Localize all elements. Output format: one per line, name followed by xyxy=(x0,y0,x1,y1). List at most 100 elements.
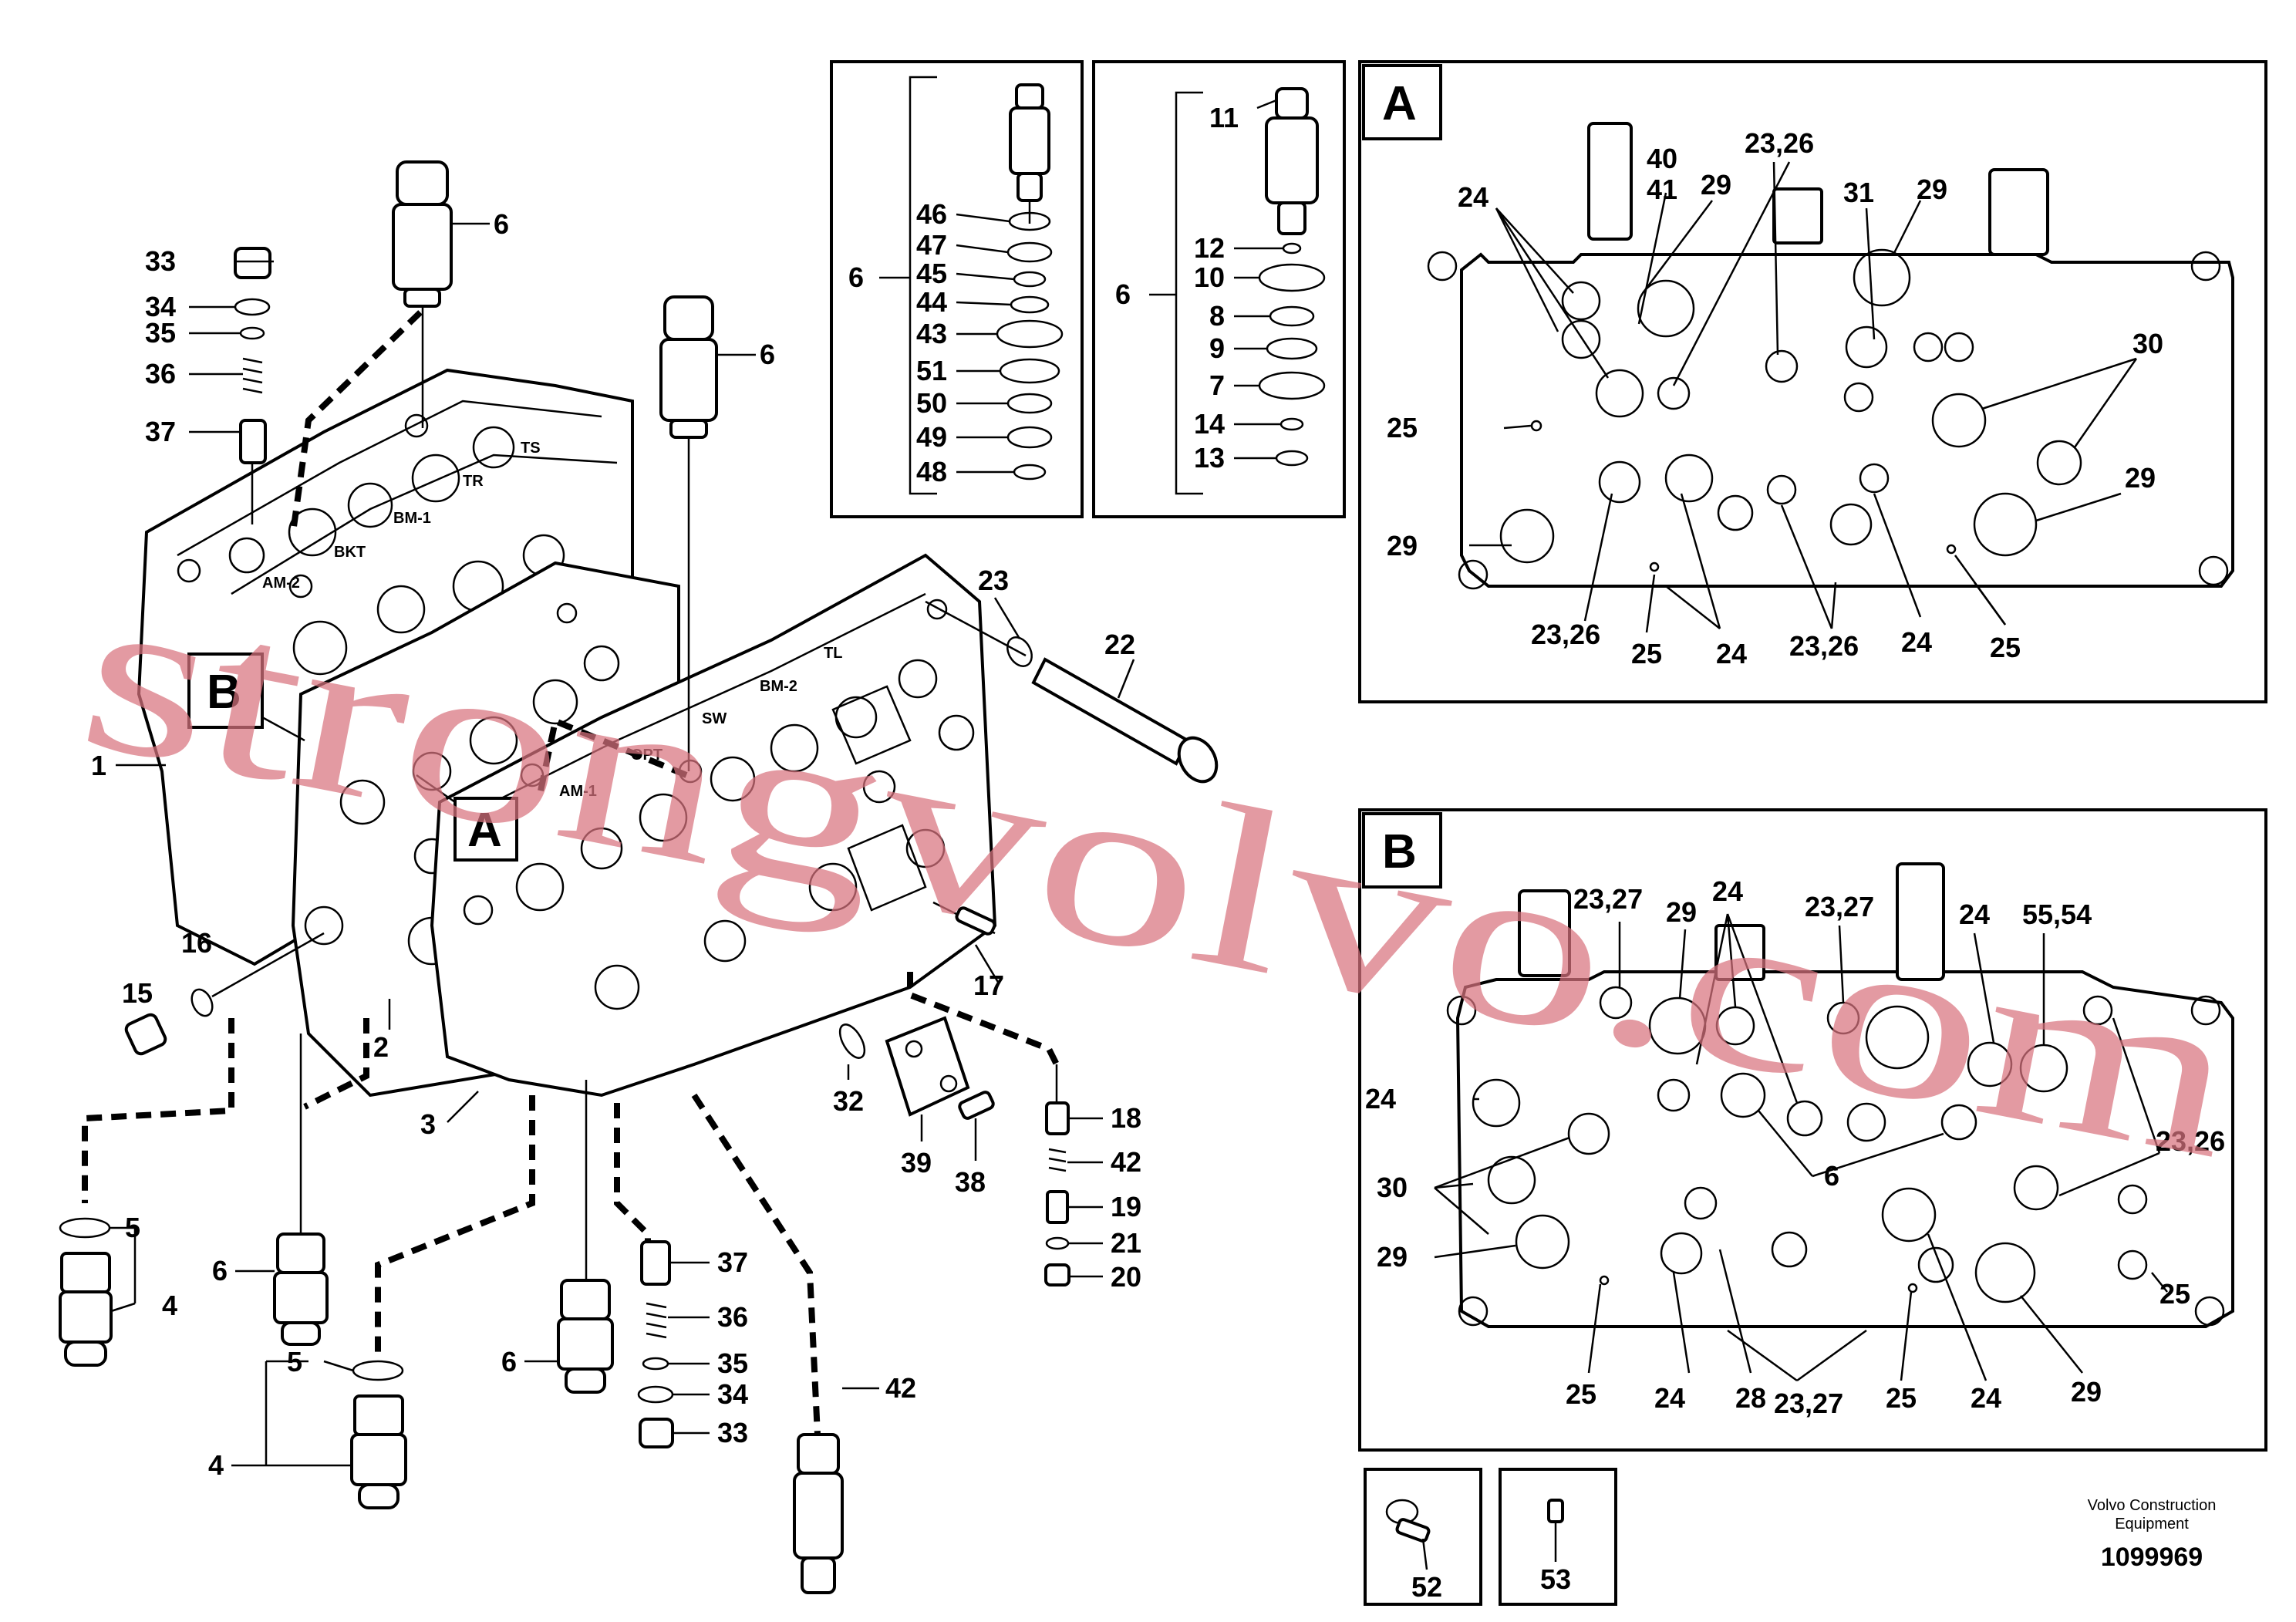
kit1-item-1: 46 xyxy=(916,198,947,230)
port-ts: TS xyxy=(521,440,541,457)
port-labels: TS TR BM-1 BKT AM-2 TL BM-2 SW OPT AM-1 xyxy=(262,440,842,800)
label-20: 20 xyxy=(1111,1261,1141,1293)
detail-a-label-30: 30 xyxy=(2132,328,2163,359)
kit2-assembly-label: 6 xyxy=(1115,278,1131,310)
label-3: 3 xyxy=(420,1108,436,1140)
label-19: 19 xyxy=(1111,1191,1141,1222)
kit1-item-5: 43 xyxy=(916,318,947,349)
detail-b-label-24-top: 24 xyxy=(1712,875,1743,907)
detail-a-label-23-26-bottom-left: 23,26 xyxy=(1531,619,1600,650)
kit1-assembly-label: 6 xyxy=(848,261,864,293)
label-22: 22 xyxy=(1104,629,1135,660)
cartridge-valve-left-mid xyxy=(273,1034,329,1346)
detail-a-label-23-26-top: 23,26 xyxy=(1745,127,1814,159)
detail-b-label-25-bottom-left: 25 xyxy=(1566,1378,1596,1410)
label-6-center: 6 xyxy=(760,339,775,370)
label-6-bottom: 6 xyxy=(501,1346,517,1378)
detail-a-label-29-right: 29 xyxy=(1917,174,1947,205)
detail-a-label-29-far-right: 29 xyxy=(2125,462,2156,494)
callout-a: A xyxy=(416,774,518,862)
port-sw: SW xyxy=(702,710,727,727)
svg-text:B: B xyxy=(207,666,241,719)
detail-b-label-24-bottom-right: 24 xyxy=(1971,1382,2001,1414)
kit2-item-5: 7 xyxy=(1209,369,1225,401)
cartridge-valve-center xyxy=(659,295,718,771)
cartridge-valve-bottom-center xyxy=(557,1080,614,1394)
cartridge-valve-bottom-left xyxy=(350,1360,407,1509)
detail-a-label-25-bottom: 25 xyxy=(1631,638,1662,669)
cover-plate-assembly xyxy=(838,901,996,1120)
label-17: 17 xyxy=(973,969,1004,1001)
label-21: 21 xyxy=(1111,1227,1141,1259)
drawing-number: 1099969 xyxy=(2101,1543,2203,1572)
detail-a-label-24: 24 xyxy=(1458,181,1489,213)
kit1-item-3: 45 xyxy=(916,258,947,289)
label-16: 16 xyxy=(181,927,212,959)
detail-a-label-24-bottom-right: 24 xyxy=(1901,626,1932,658)
label-38: 38 xyxy=(955,1166,986,1198)
detail-a-label-25-bottom-right: 25 xyxy=(1990,632,2021,663)
label-32: 32 xyxy=(833,1085,864,1117)
kit2-item-4: 9 xyxy=(1209,332,1225,364)
label-34-bottom: 34 xyxy=(717,1378,748,1410)
detail-b-label-24-bottom-left: 24 xyxy=(1654,1382,1685,1414)
detail-b-label-55-54: 55,54 xyxy=(2022,899,2092,930)
port-tr: TR xyxy=(463,473,484,490)
label-34-top: 34 xyxy=(145,291,176,322)
cartridge-valve-top xyxy=(392,160,453,428)
main-view-leaders xyxy=(110,222,1135,1467)
label-33-top: 33 xyxy=(145,245,176,277)
detail-b-label-28: 28 xyxy=(1735,1382,1766,1414)
kit1-item-6: 51 xyxy=(916,355,947,386)
label-42-upper: 42 xyxy=(1111,1146,1141,1178)
label-23: 23 xyxy=(978,565,1009,596)
kit1-item-4: 44 xyxy=(916,286,947,318)
label-6-top: 6 xyxy=(494,208,509,240)
kit2-item-2: 10 xyxy=(1194,261,1225,293)
item-53-label: 53 xyxy=(1540,1563,1571,1595)
credit-line-2: Equipment xyxy=(2115,1516,2189,1533)
detail-b-label-29-bottom-right: 29 xyxy=(2071,1376,2102,1408)
item-52-box: 52 xyxy=(1364,1468,1482,1606)
label-18: 18 xyxy=(1111,1102,1141,1134)
label-37-bottom: 37 xyxy=(717,1246,748,1278)
detail-b-title: B xyxy=(1382,825,1417,878)
detail-a-title: A xyxy=(1382,77,1417,130)
detail-b-label-23-27-bottom: 23,27 xyxy=(1774,1388,1843,1419)
label-4-left: 4 xyxy=(162,1290,177,1321)
kit1-item-2: 47 xyxy=(916,229,947,261)
callout-b: B xyxy=(187,653,305,742)
label-5-bottom: 5 xyxy=(287,1346,302,1378)
label-6-left: 6 xyxy=(212,1255,228,1286)
kit2-top-label: 11 xyxy=(1209,102,1239,133)
label-39: 39 xyxy=(901,1147,932,1179)
port-bm2: BM-2 xyxy=(760,678,797,695)
port-tl: TL xyxy=(824,645,842,662)
assembly-dash-lines xyxy=(82,310,1060,1435)
detail-b-label-29-top: 29 xyxy=(1666,896,1697,928)
detail-b-label-23-26: 23,26 xyxy=(2156,1125,2225,1157)
detail-b-label-29-left: 29 xyxy=(1377,1241,1408,1273)
label-5-left: 5 xyxy=(125,1212,140,1243)
detail-view-a: A xyxy=(1358,60,2267,703)
label-2: 2 xyxy=(373,1031,389,1063)
main-control-valve-assembly xyxy=(137,368,997,1098)
detail-a-label-31: 31 xyxy=(1843,177,1874,208)
item-52-label: 52 xyxy=(1411,1571,1442,1603)
kit1-item-8: 49 xyxy=(916,421,947,453)
detail-b-label-25-bottom: 25 xyxy=(1886,1382,1917,1414)
port-bkt: BKT xyxy=(334,544,366,561)
kit1-item-9: 48 xyxy=(916,456,947,487)
detail-a-label-23-26-bottom: 23,26 xyxy=(1789,630,1859,662)
detail-a-label-24-bottom: 24 xyxy=(1716,638,1747,669)
port-am1: AM-1 xyxy=(559,783,597,800)
kit2-item-7: 13 xyxy=(1194,442,1225,474)
label-37-top: 37 xyxy=(145,416,176,447)
label-4-bottom: 4 xyxy=(208,1449,224,1481)
item-53-box: 53 xyxy=(1499,1468,1617,1606)
credit-line-1: Volvo Construction xyxy=(2088,1497,2217,1514)
label-35-top: 35 xyxy=(145,317,176,349)
